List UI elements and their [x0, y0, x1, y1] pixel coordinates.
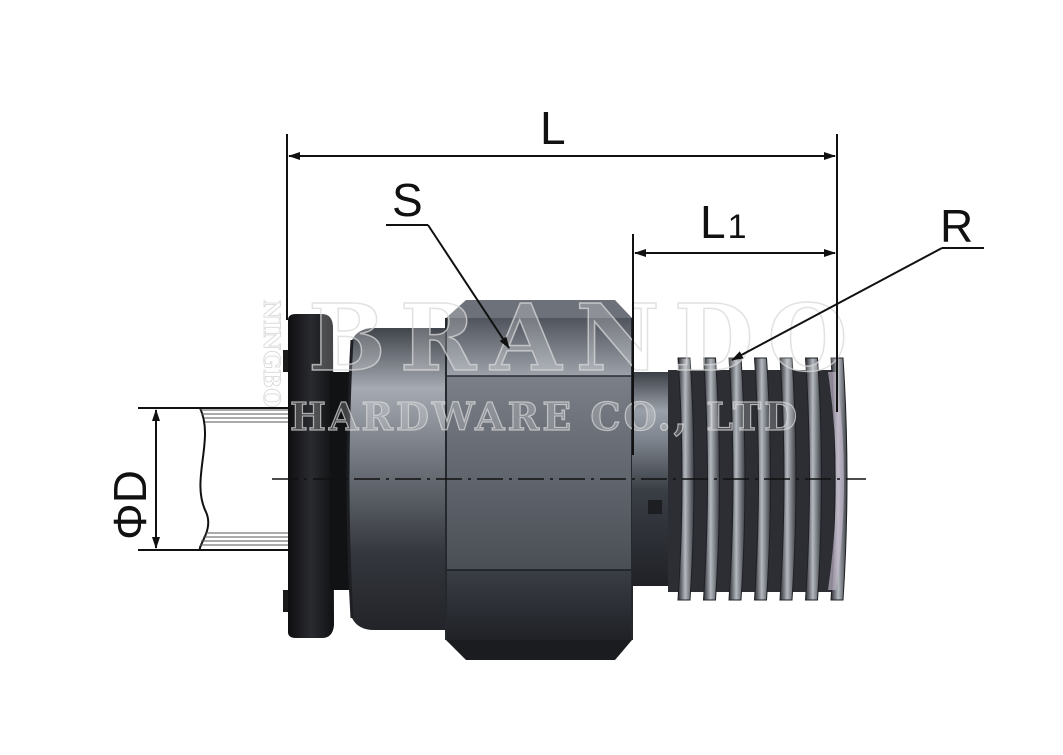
label-l: L	[540, 102, 566, 154]
dimension-l1: L1	[632, 196, 836, 455]
hex-body	[445, 300, 633, 660]
thread-crest	[702, 357, 720, 601]
label-s: S	[392, 174, 423, 226]
watermark-sub: HARDWARE CO., LTD	[290, 394, 800, 439]
leader-r: R	[731, 200, 984, 361]
thread-crest	[753, 357, 771, 601]
label-r: R	[940, 200, 973, 252]
watermark-main: BRANDO	[308, 284, 862, 392]
watermark-vertical: NINGBO	[258, 300, 284, 407]
label-l1-main: L	[700, 196, 726, 248]
watermark: BRANDO HARDWARE CO., LTD NINGBO	[258, 283, 862, 439]
dimension-l: L	[286, 102, 838, 412]
label-l1-sub: 1	[728, 208, 747, 246]
label-phi-d: ΦD	[104, 470, 156, 540]
leader-s: S	[386, 174, 510, 349]
label-l1: L1	[700, 196, 747, 248]
tube-stub	[198, 407, 290, 551]
dimension-phi-d: ΦD	[104, 407, 200, 551]
